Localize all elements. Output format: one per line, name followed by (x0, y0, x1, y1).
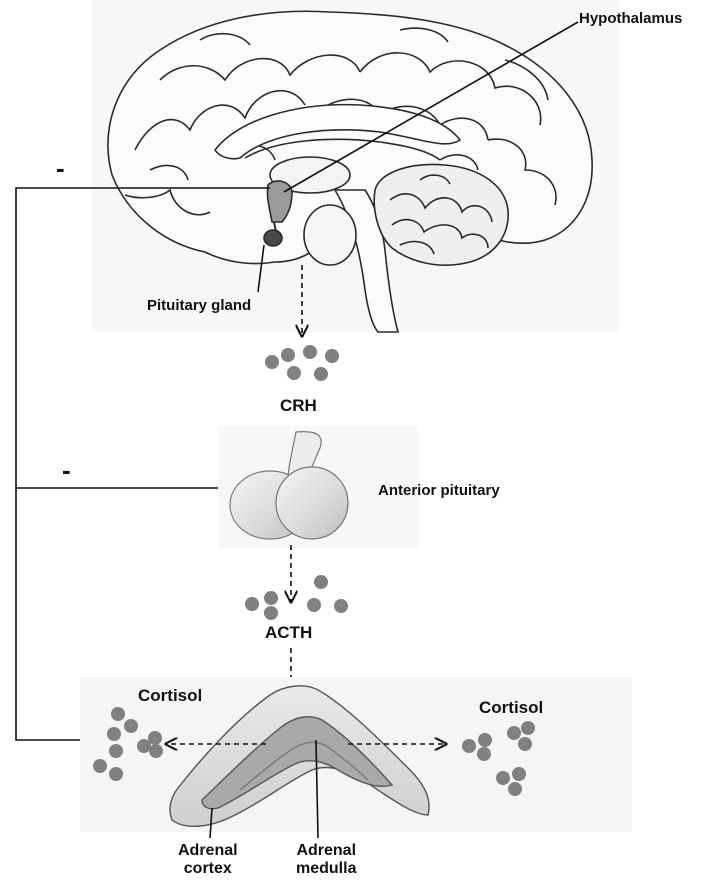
adrenal-cortex-label: Adrenal cortex (178, 842, 238, 879)
cortisol-right-label: Cortisol (479, 698, 543, 718)
acth-label: ACTH (265, 623, 312, 643)
feedback-sign-middle: - (62, 455, 71, 486)
pituitary-gland-label: Pituitary gland (147, 297, 251, 314)
crh-molecules (265, 345, 339, 381)
anterior-pituitary-label: Anterior pituitary (378, 482, 500, 499)
cortisol-left-label: Cortisol (138, 686, 202, 706)
adrenal-medulla-label: Adrenal medulla (296, 842, 356, 879)
crh-label: CRH (280, 396, 317, 416)
hypothalamus-label: Hypothalamus (579, 10, 682, 27)
acth-molecules (245, 575, 348, 620)
feedback-sign-top: - (56, 153, 65, 184)
